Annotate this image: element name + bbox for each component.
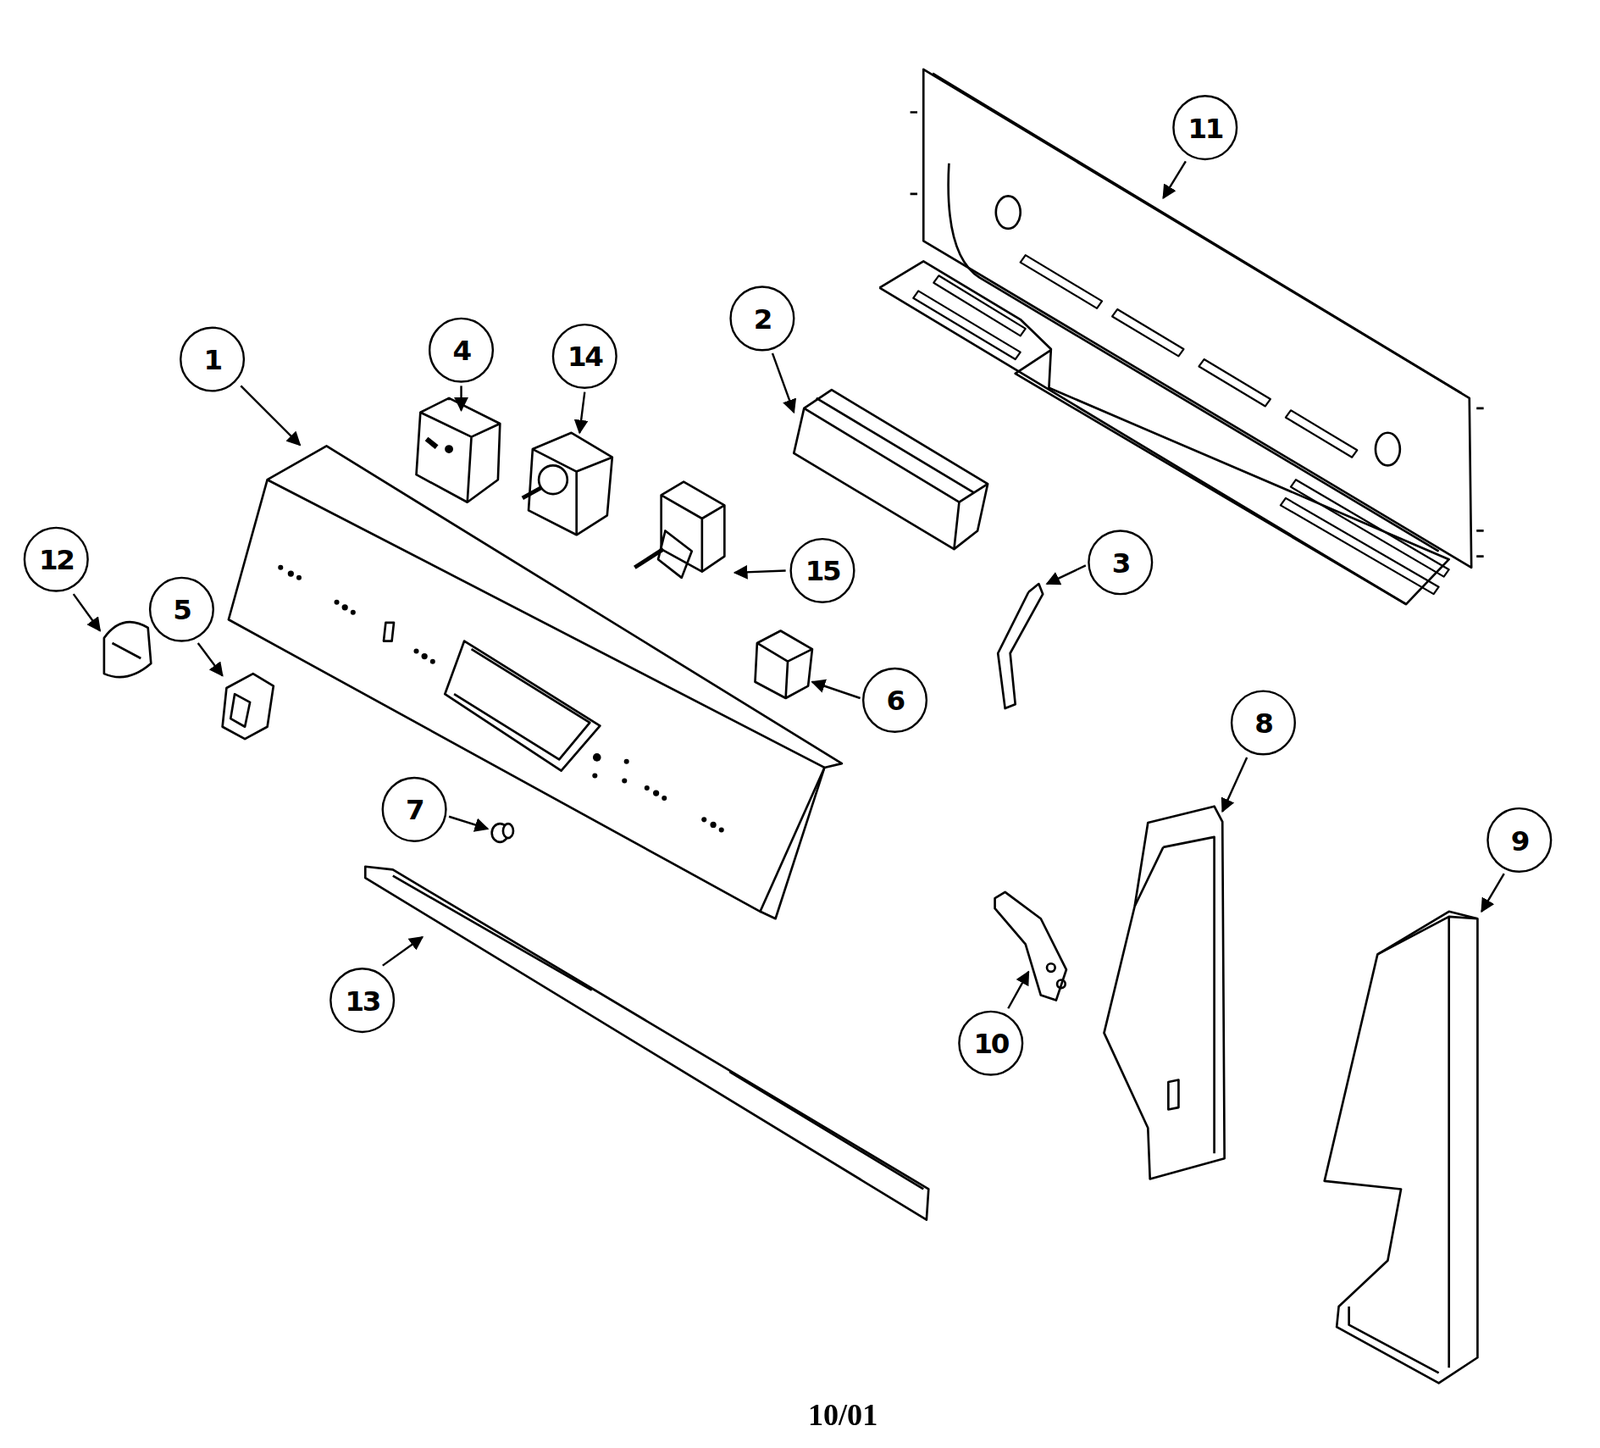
bracket [997, 583, 1043, 709]
callout-circle: 9 [1486, 807, 1552, 873]
thermostat [634, 481, 725, 578]
callout-circle: 14 [552, 323, 618, 389]
callout-circle: 8 [1230, 689, 1296, 755]
indicator-relay [754, 631, 812, 699]
callout-circle: 6 [862, 667, 928, 733]
date-code: 10/01 [808, 1396, 878, 1432]
trim-strip [365, 866, 929, 1220]
bracket [995, 891, 1067, 1001]
control-knob [104, 621, 151, 677]
callout-number: 14 [567, 340, 602, 372]
callout-number: 8 [1254, 706, 1272, 738]
rocker-switch [222, 673, 274, 739]
indicator-lens [492, 823, 514, 842]
callout-circle: 7 [382, 776, 448, 842]
callout-circle: 11 [1172, 94, 1238, 161]
callout-number: 13 [344, 984, 379, 1016]
callout-circle: 3 [1087, 529, 1153, 595]
callout-number: 6 [885, 684, 903, 716]
callout-number: 5 [172, 593, 190, 626]
callout-circle: 10 [957, 1010, 1024, 1076]
callout-circle: 13 [329, 967, 395, 1033]
leader-arrows [73, 160, 1505, 1008]
callout-circle: 1 [179, 326, 245, 393]
side-bracket [1103, 806, 1224, 1180]
callout-number: 4 [452, 334, 470, 366]
callout-number: 7 [405, 793, 423, 825]
callout-number: 1 [203, 343, 221, 375]
callout-circle: 15 [789, 537, 855, 604]
callout-circle: 2 [729, 285, 795, 351]
callout-number: 3 [1112, 546, 1130, 578]
callout-number: 12 [38, 543, 73, 576]
callout-number: 2 [753, 302, 771, 334]
callout-number: 11 [1188, 111, 1223, 144]
side-panel [1324, 911, 1479, 1384]
callout-number: 15 [805, 554, 840, 587]
callout-circle: 12 [23, 526, 89, 593]
callout-circle: 5 [149, 576, 215, 643]
clock-module [793, 389, 988, 549]
callout-number: 10 [974, 1027, 1008, 1059]
callout-number: 9 [1511, 824, 1529, 856]
infinite-switch [522, 432, 613, 535]
control-panel [228, 445, 842, 919]
switch-part [416, 398, 501, 503]
callout-circle: 4 [428, 317, 494, 383]
